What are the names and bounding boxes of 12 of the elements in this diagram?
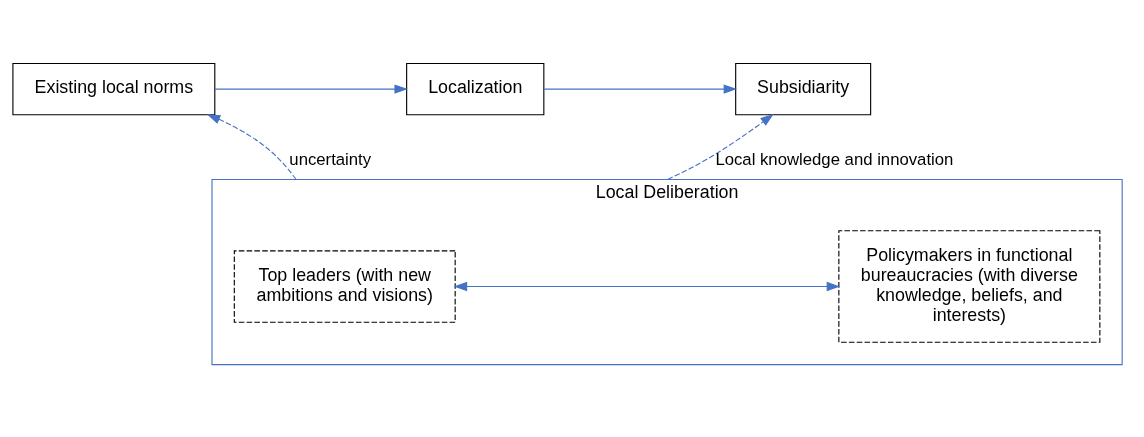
edge-label: Local knowledge and innovation (715, 149, 954, 169)
node-box: Subsidiarity (735, 62, 872, 116)
arrow (453, 281, 841, 292)
node-box: Top leaders (with new ambitions and visions) (233, 250, 456, 323)
node-box: Localization (406, 62, 545, 116)
node-box: Policymakers in functional bureaucracies (with diverse knowledge, beliefs, and interests) (838, 230, 1101, 343)
arrow (214, 84, 408, 94)
arrow (206, 114, 297, 180)
node-box: Existing local norms (12, 62, 216, 116)
arrow (667, 113, 774, 180)
arrow (543, 84, 738, 94)
edge-label: uncertainty (289, 149, 372, 169)
